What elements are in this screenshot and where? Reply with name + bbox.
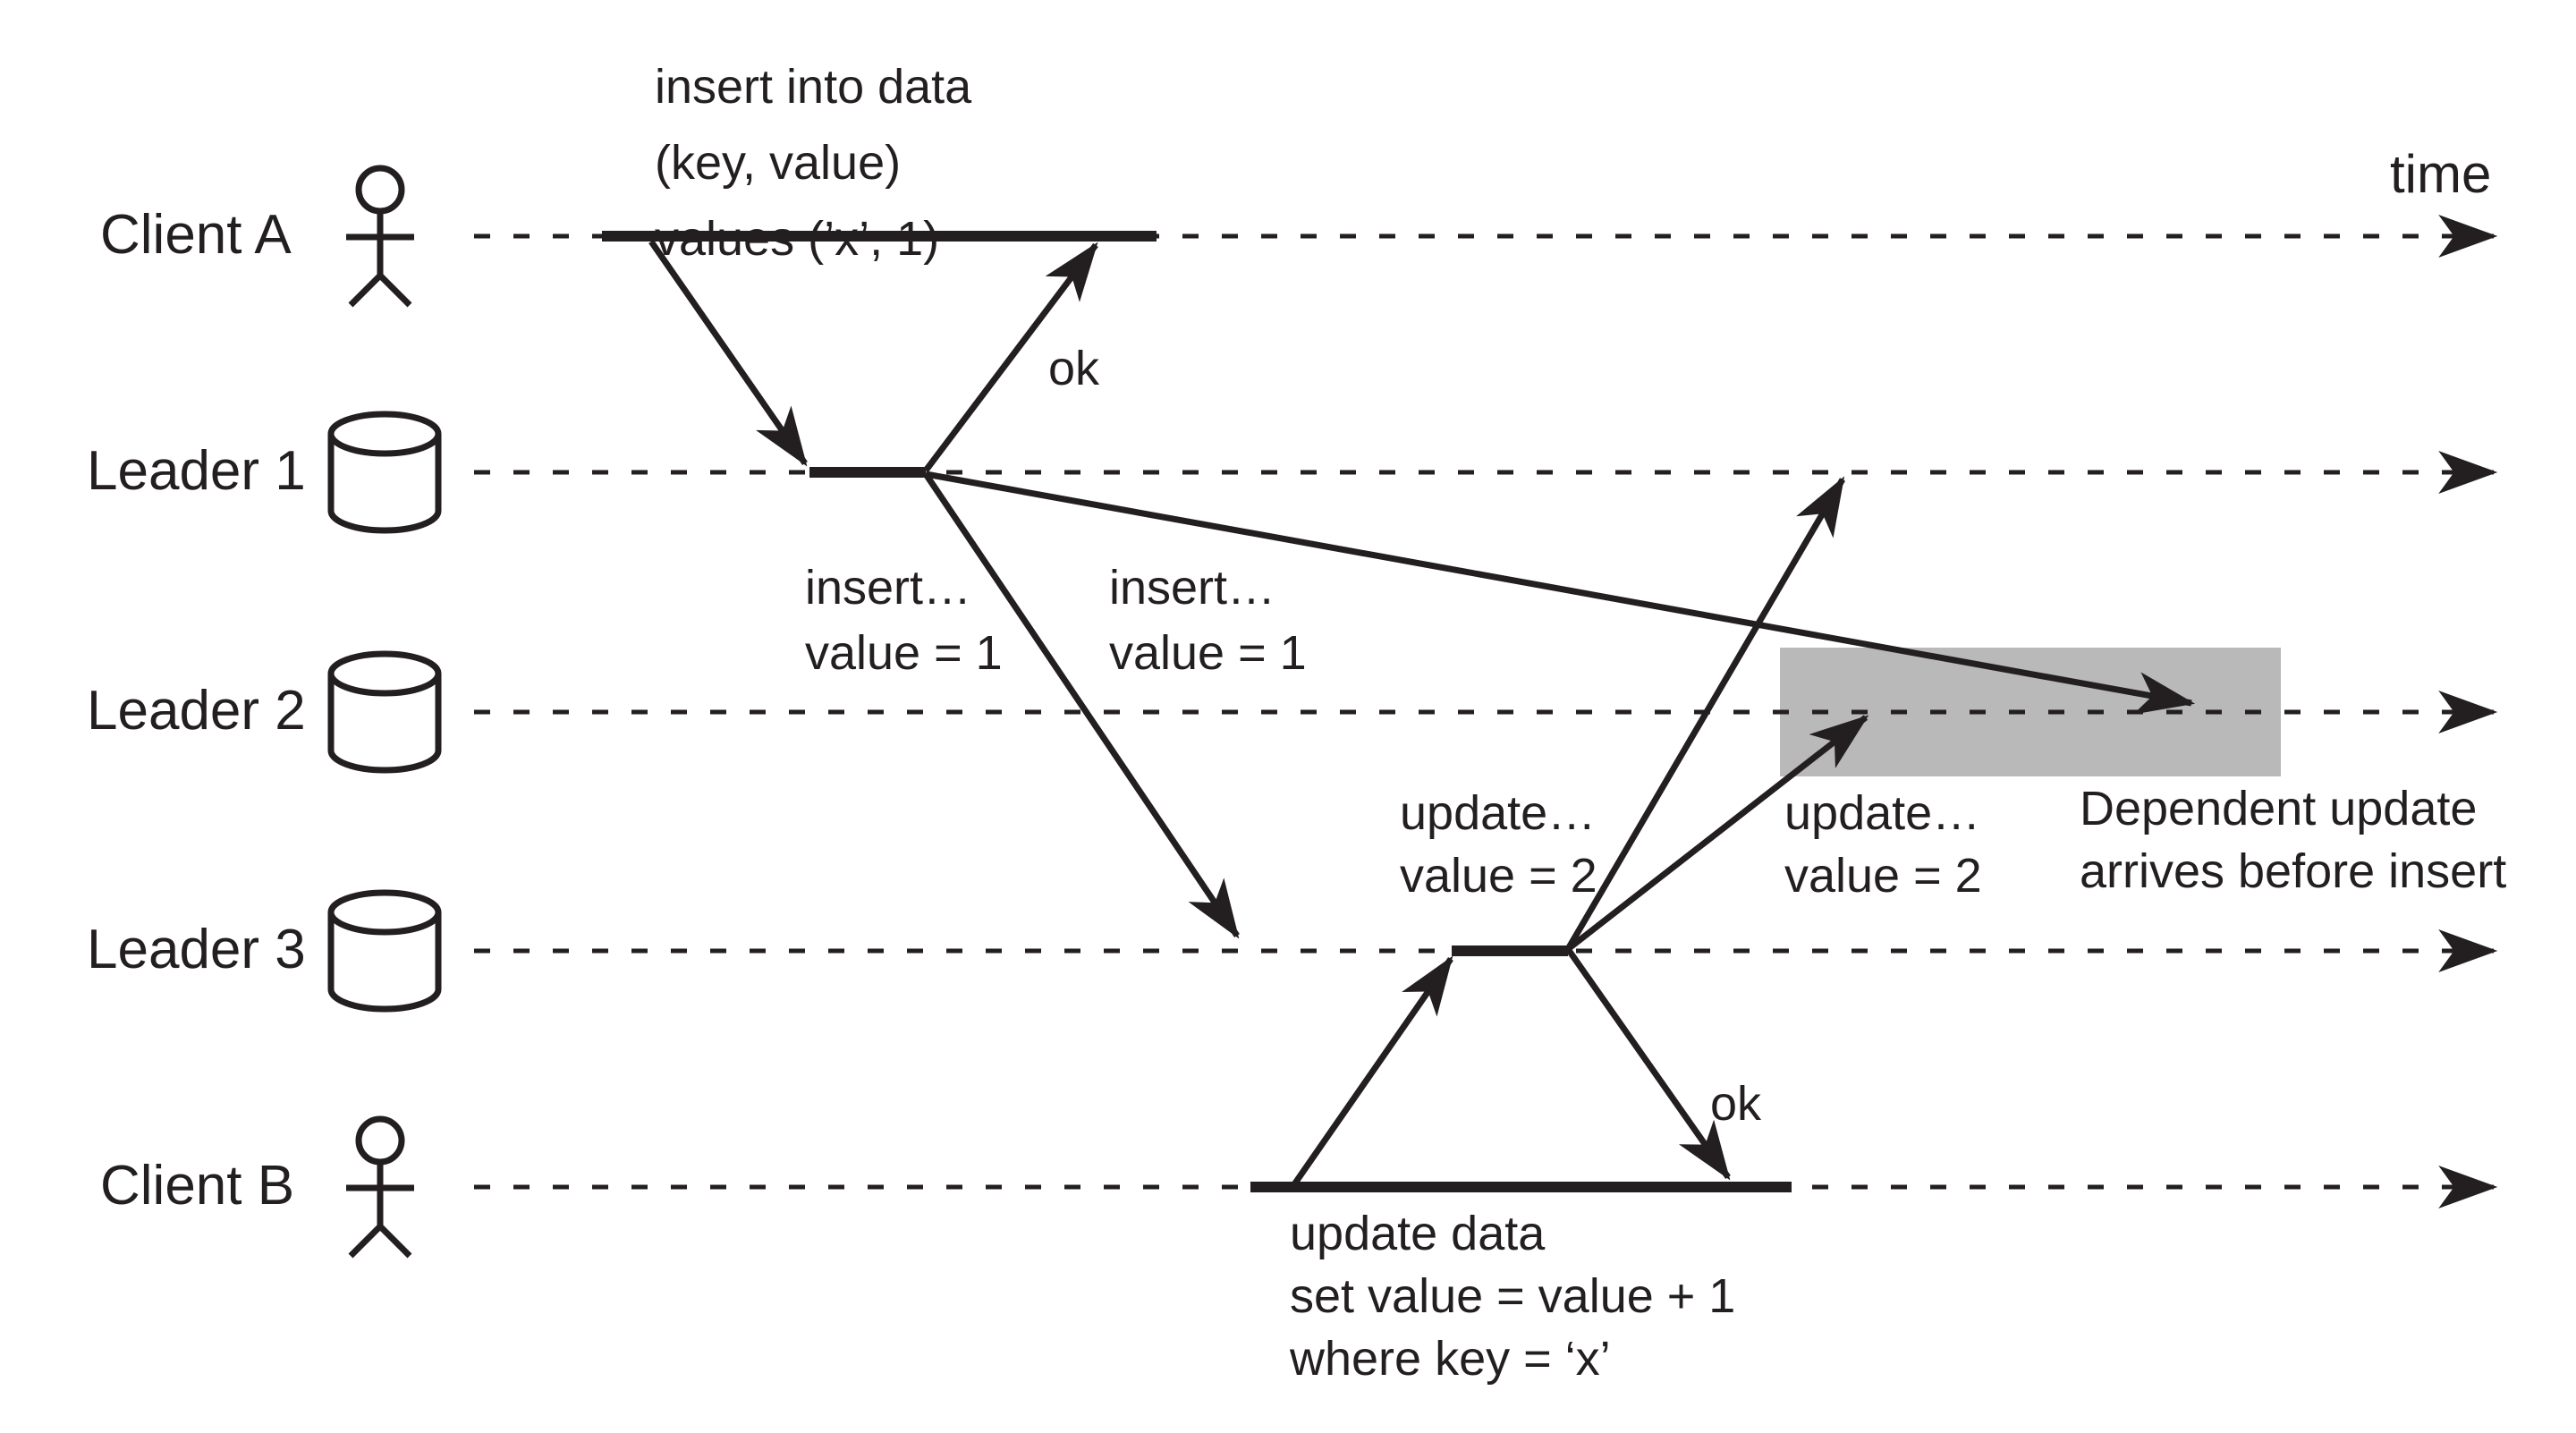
arrow-insert-leader-1-to-leader-2-late [925,471,2196,715]
note-line: where key = ‘x’ [1289,1332,1611,1386]
note-line: value = 1 [805,626,1003,680]
note-client-b-request: update data set value = value + 1 where … [1289,1207,1735,1386]
arrow-insert-leader-1-to-leader-3 [923,472,1240,939]
arrow-ok-leader-3-to-client-b [1565,946,1731,1181]
time-axis-label: time [2390,144,2491,204]
note-line: insert into data [655,60,972,114]
row-label-client-a: Client A [100,204,292,266]
note-dependent-update: Dependent update arrives before insert [2080,782,2506,898]
person-icon [346,1115,414,1259]
note-line: insert… [1109,561,1275,615]
note-line: insert… [805,561,971,615]
note-ok-top: ok [1048,342,1100,395]
note-line: (key, value) [655,136,901,190]
arrow-update-client-b-to-leader-3 [1292,955,1453,1186]
row-label-leader-2: Leader 2 [87,680,306,742]
database-icon [327,889,442,1013]
note-insert-left: insert… value = 1 [805,561,1003,680]
note-insert-right: insert… value = 1 [1109,561,1307,680]
note-line: update… [1784,786,1980,840]
note-line: set value = value + 1 [1290,1269,1735,1323]
note-line: Dependent update [2080,782,2477,835]
row-label-leader-3: Leader 3 [87,919,306,980]
person-icon [346,165,414,308]
row-label-client-b: Client B [100,1155,294,1217]
note-line: value = 2 [1784,849,1982,903]
arrow-update-leader-3-to-leader-1 [1564,476,1846,951]
database-icon [327,650,442,774]
note-line: update data [1290,1207,1546,1260]
database-icon [327,411,442,534]
note-line: value = 2 [1400,849,1597,903]
arrow-update-leader-3-to-leader-2 [1565,715,1869,952]
note-line: values (’x’, 1) [655,212,939,266]
arrow-ok-leader-1-to-client-a [923,242,1098,473]
note-update-right: update… value = 2 [1784,786,1982,903]
note-line: update… [1400,786,1596,840]
note-client-a-request: insert into data (key, value) values (’x… [655,60,972,266]
row-label-leader-1: Leader 1 [87,440,306,502]
arrow-insert-client-a-to-leader-1 [648,240,808,467]
note-line: value = 1 [1109,626,1307,680]
note-ok-bottom: ok [1710,1077,1762,1131]
note-update-left: update… value = 2 [1400,786,1597,903]
note-line: arrives before insert [2080,844,2506,898]
